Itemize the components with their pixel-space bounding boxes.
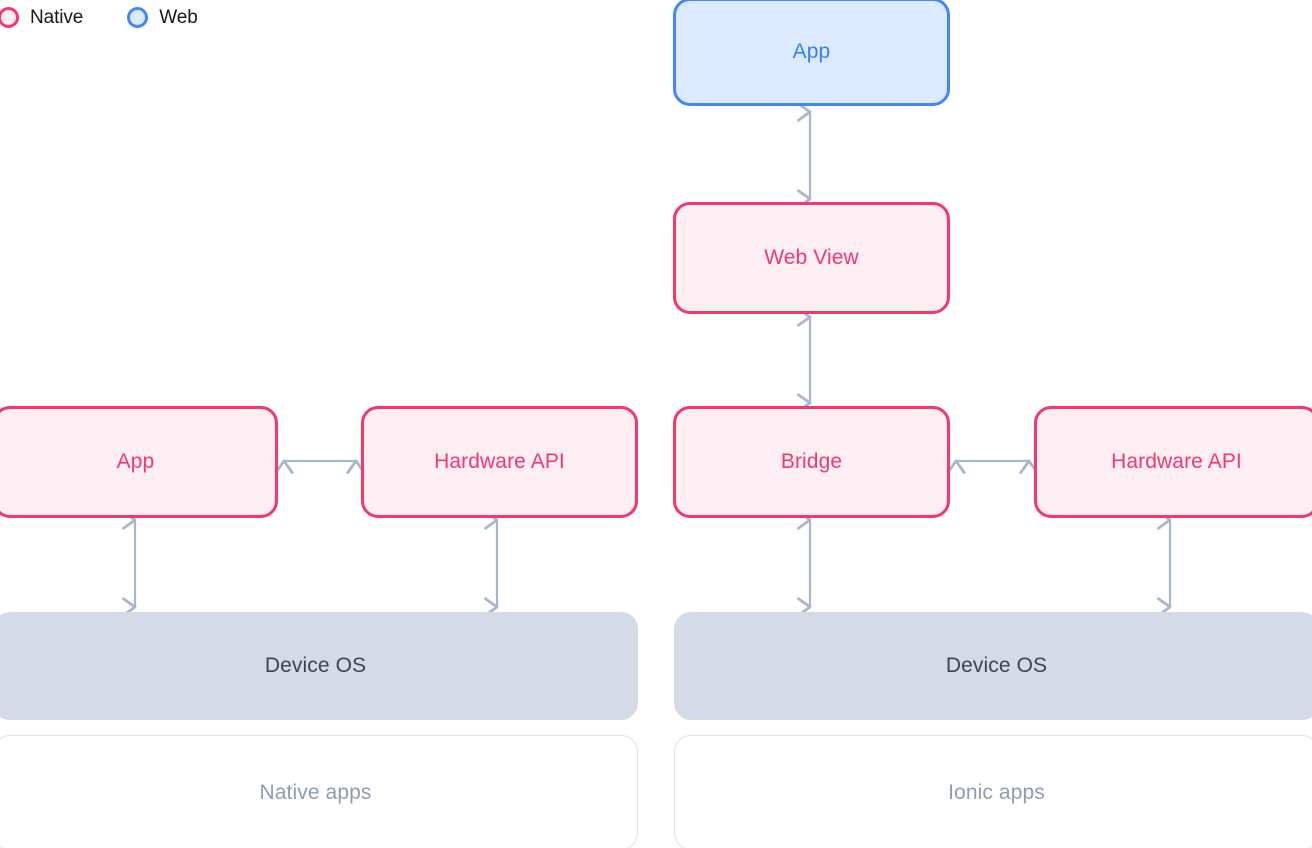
node-label: Device OS [945, 654, 1048, 677]
node-label: Bridge [780, 450, 843, 473]
node-device-os-native: Device OS [0, 612, 638, 720]
caption-native-apps: Native apps [0, 735, 638, 848]
node-web-view[interactable]: Web View [673, 202, 950, 314]
node-ionic-app[interactable]: App [673, 0, 950, 106]
node-label: Web View [764, 246, 859, 269]
legend: Native Web [0, 3, 198, 31]
node-label: Device OS [264, 654, 367, 677]
node-native-app[interactable]: App [0, 406, 278, 518]
caption-ionic-apps: Ionic apps [674, 735, 1312, 848]
legend-label-web: Web [159, 6, 198, 28]
node-bridge[interactable]: Bridge [673, 406, 950, 518]
caption-label: Ionic apps [948, 780, 1045, 804]
node-native-hardware-api[interactable]: Hardware API [361, 406, 638, 518]
circle-outline-icon-web [127, 6, 149, 28]
node-device-os-ionic: Device OS [674, 612, 1312, 720]
legend-item-native: Native [0, 6, 84, 28]
node-label: Hardware API [1111, 450, 1242, 473]
circle-outline-icon-native [0, 6, 19, 28]
caption-label: Native apps [259, 780, 372, 804]
node-label: Hardware API [434, 450, 565, 473]
node-label: App [792, 40, 831, 63]
legend-item-web: Web [127, 6, 198, 28]
legend-label-native: Native [30, 6, 84, 28]
node-label: App [116, 450, 155, 473]
node-ionic-hardware-api[interactable]: Hardware API [1034, 406, 1312, 518]
